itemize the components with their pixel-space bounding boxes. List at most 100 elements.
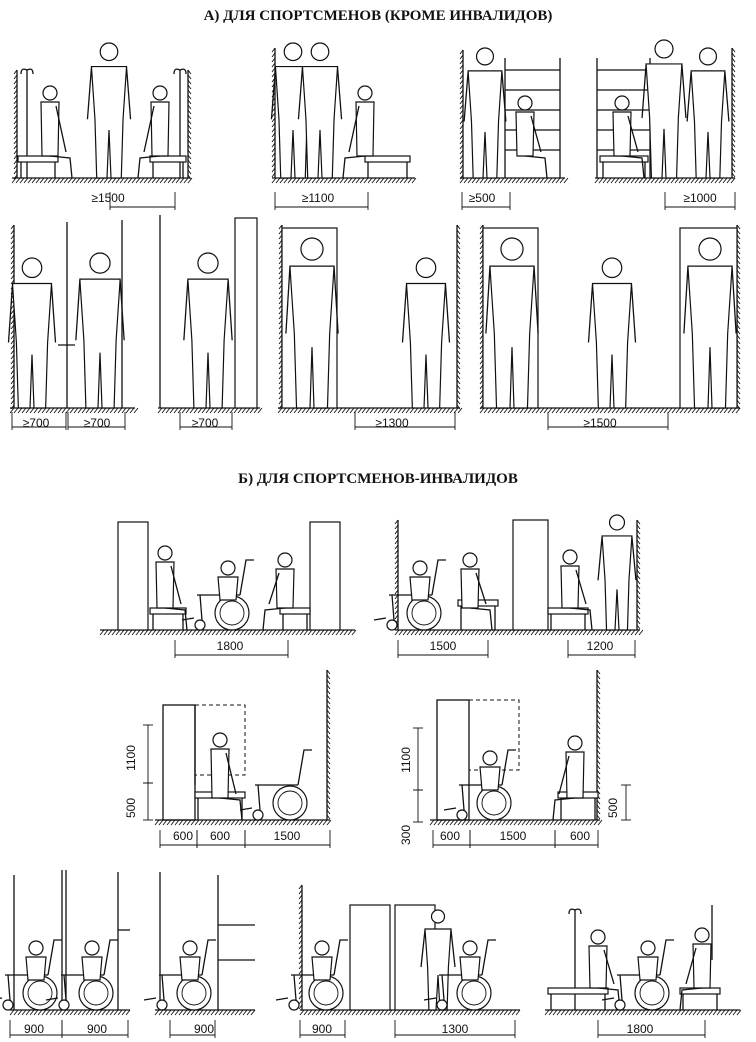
dim-label: 900 (24, 1022, 44, 1036)
wheelchair-caster (252, 809, 264, 821)
person-leg (524, 155, 548, 179)
person-head (462, 552, 478, 568)
floor-hatch (154, 1009, 256, 1016)
person-leg (621, 155, 645, 179)
person-arm (270, 67, 277, 120)
bench (679, 987, 721, 995)
person-leg (569, 607, 593, 631)
standing-person (601, 535, 633, 631)
drawing-linework (0, 39, 742, 1038)
person-leg (137, 155, 161, 179)
seated-person (155, 561, 175, 609)
person-head (310, 42, 330, 62)
person-head (197, 252, 219, 274)
person-head (517, 95, 533, 111)
person-head (84, 940, 100, 956)
wheelchair-rim (219, 600, 245, 626)
person-arm (183, 280, 189, 341)
person-arm (143, 105, 155, 153)
person-leg (469, 607, 493, 631)
person-head (182, 940, 198, 956)
dim-label: 600 (210, 829, 230, 843)
dim-label: 600 (173, 829, 193, 843)
wall-hatch (298, 884, 303, 1010)
wall-hatch (459, 49, 464, 180)
person-head (614, 95, 630, 111)
standing-person (289, 265, 335, 409)
person-head (412, 560, 428, 576)
seated-person (210, 748, 230, 799)
person-head (500, 237, 524, 261)
person-arm (558, 755, 570, 795)
floor-hatch (9, 1009, 131, 1016)
person-arm (685, 947, 697, 985)
person-arm (444, 284, 451, 343)
floor-hatch (99, 629, 357, 636)
person-head (277, 552, 293, 568)
seated-person (311, 956, 333, 981)
dim-label: ≥700 (84, 416, 111, 430)
person-head (654, 39, 674, 59)
wheelchair-caster (58, 999, 70, 1011)
person-arm (485, 267, 491, 334)
person-arm (348, 105, 360, 153)
floor-hatch (299, 1009, 521, 1016)
seated-person (179, 956, 201, 981)
dim-label-vertical: 1100 (124, 745, 138, 771)
locker (309, 521, 341, 631)
dim-label: 1800 (217, 639, 244, 653)
seated-person (25, 956, 47, 981)
standing-person (467, 70, 503, 179)
wall-hatch (636, 519, 641, 630)
wheelchair-rim (27, 980, 53, 1006)
person-head (567, 735, 583, 751)
person-arm (119, 280, 125, 341)
dim-label-vertical: 500 (606, 798, 620, 818)
person-arm (285, 267, 291, 334)
locker (349, 904, 391, 1011)
wheelchair-caster (386, 619, 398, 631)
seated-person (565, 751, 585, 799)
locker (512, 519, 549, 631)
person-head (21, 257, 43, 279)
person-head (482, 750, 498, 766)
person-arm (681, 64, 687, 118)
seated-person (150, 101, 170, 157)
seated-person (637, 956, 659, 981)
person-head (608, 514, 626, 531)
person-arm (401, 284, 408, 343)
floor-hatch (394, 629, 644, 636)
wheelchair-frame (0, 939, 62, 1001)
person-head (283, 42, 303, 62)
person-head (698, 47, 718, 66)
standing-person (187, 278, 229, 409)
floor-hatch (9, 407, 139, 414)
wheelchair-rim (313, 980, 339, 1006)
wall-hatch (326, 669, 331, 820)
wall-hatch (736, 224, 741, 410)
section-b-title: Б) ДЛЯ СПОРТСМЕНОВ-ИНВАЛИДОВ (238, 471, 518, 487)
person-head (89, 252, 111, 274)
person-head (475, 47, 495, 66)
person-arm (333, 267, 339, 334)
person-head (462, 940, 478, 956)
person-arm (530, 115, 542, 153)
person-head (212, 732, 228, 748)
wheelchair-rim (83, 980, 109, 1006)
seated-person (81, 956, 103, 981)
coat-hook-icon (568, 908, 582, 915)
person-head (415, 257, 437, 279)
person-arm (724, 71, 730, 122)
standing-person (301, 65, 339, 179)
person-head (430, 909, 446, 924)
seated-person (40, 101, 60, 157)
dim-label-vertical: 1100 (399, 747, 413, 773)
seated-person (275, 568, 295, 609)
person-arm (86, 67, 93, 120)
floor-hatch (11, 177, 193, 184)
wheelchair-frame (275, 939, 348, 1001)
wall-hatch (394, 519, 399, 630)
person-arm (641, 64, 647, 118)
person-head (28, 940, 44, 956)
bench (547, 987, 609, 995)
